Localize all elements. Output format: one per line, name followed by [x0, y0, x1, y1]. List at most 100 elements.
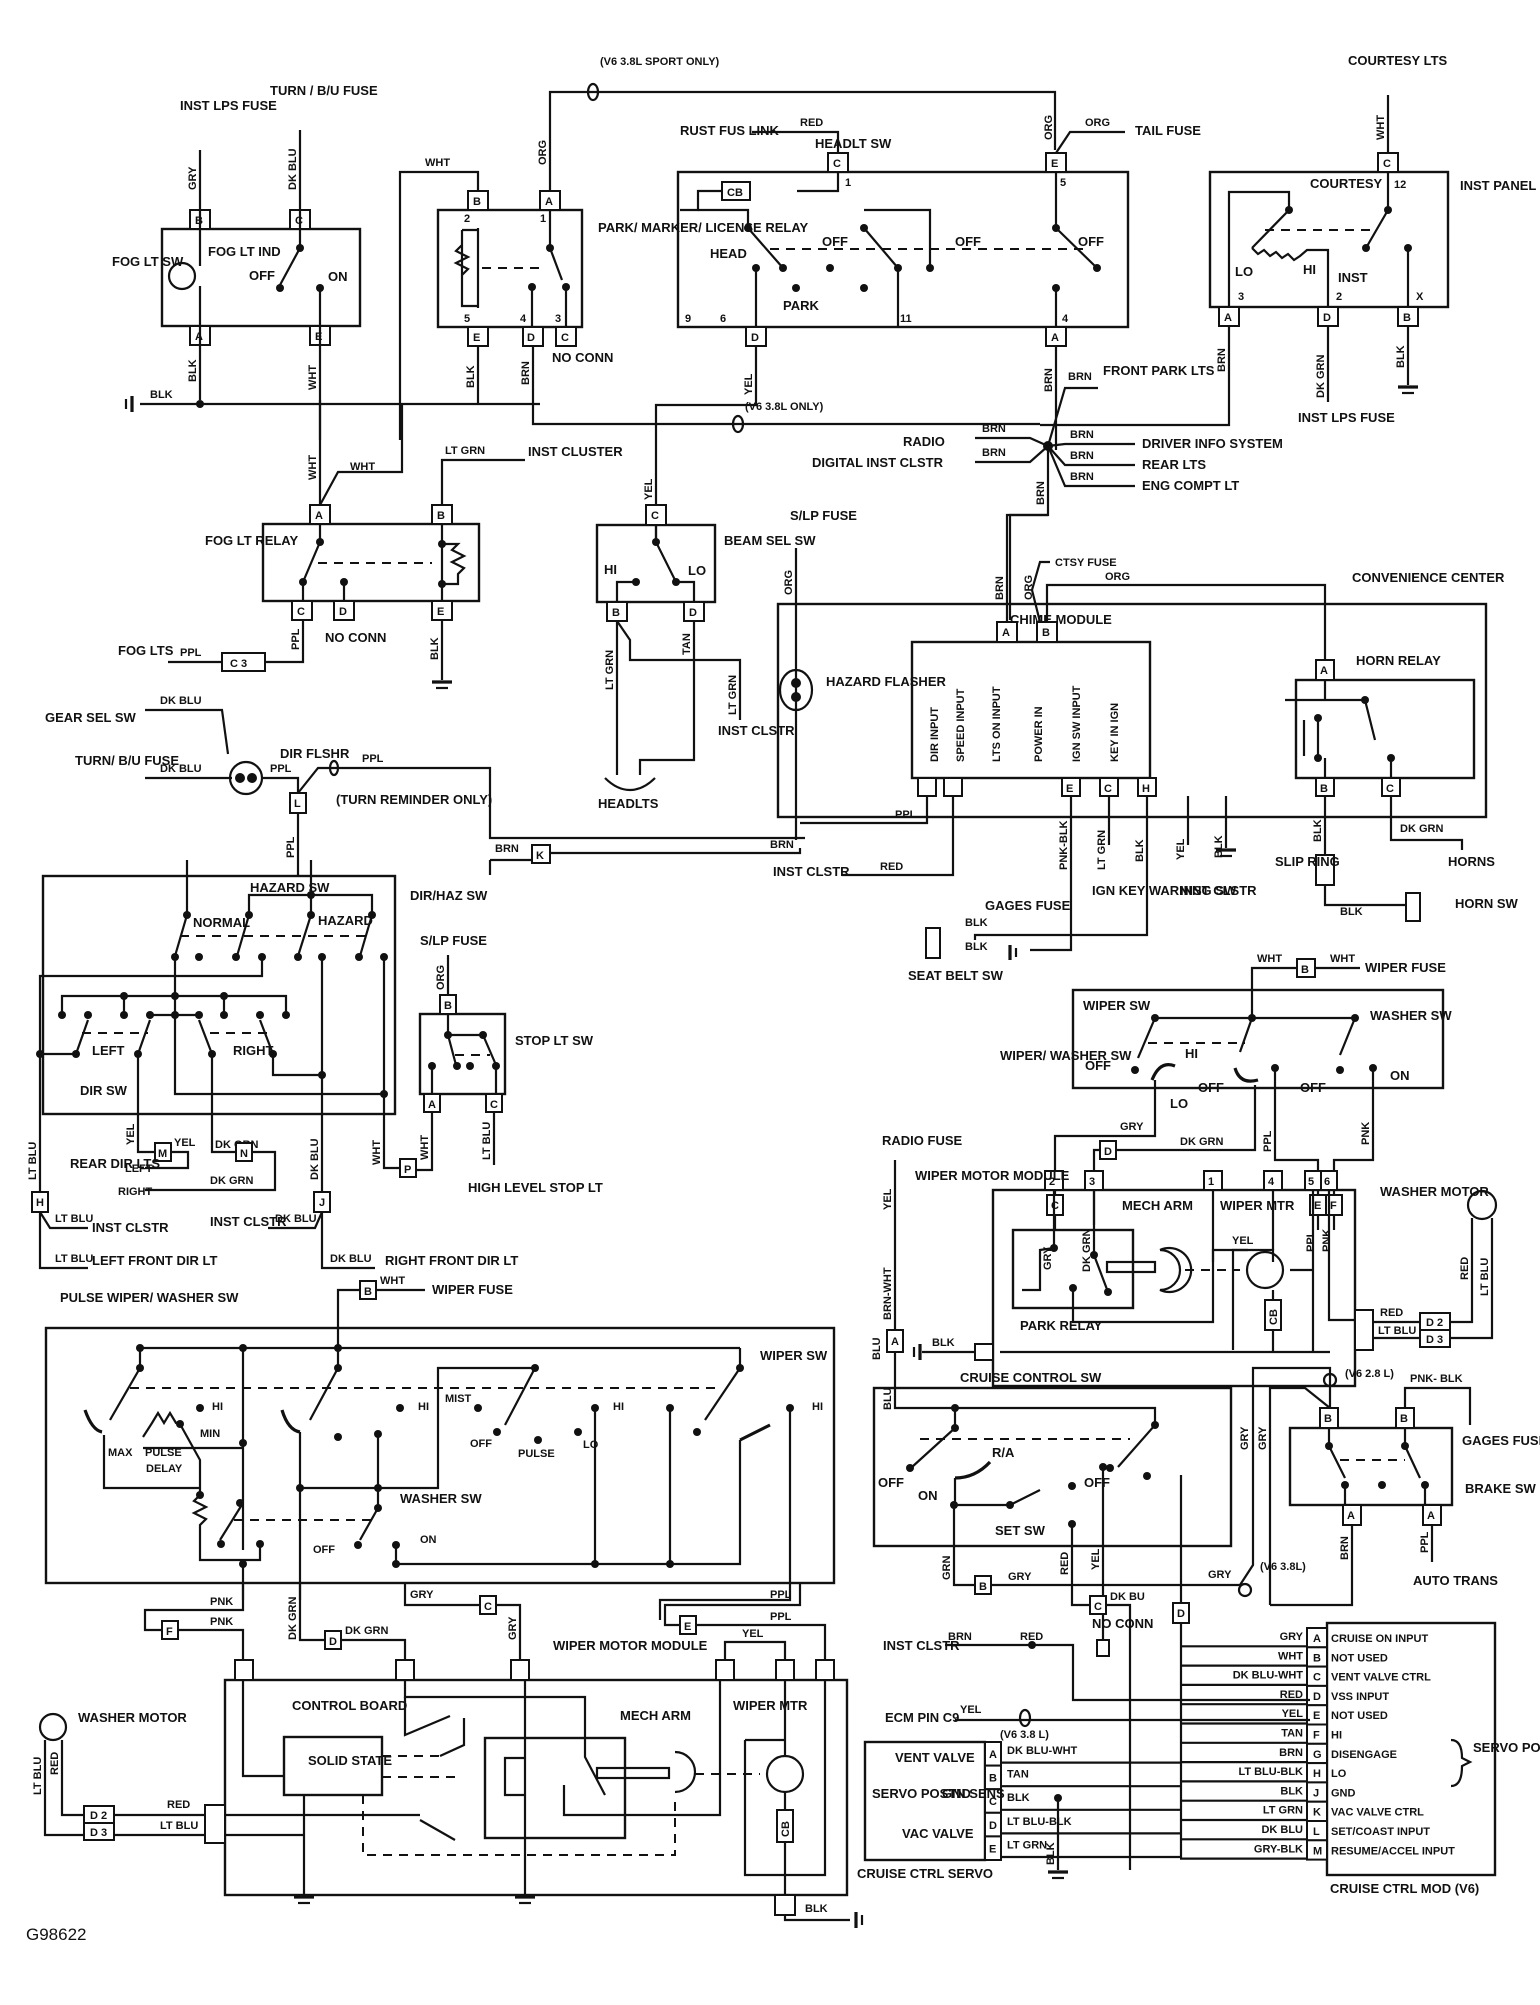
terminal-label: 3	[555, 313, 561, 325]
wire-label: PPL	[1305, 1230, 1317, 1252]
wire-label: DK BLU-WHT	[1007, 1745, 1078, 1757]
chime-input-label: IGN SW INPUT	[1071, 685, 1083, 762]
pin-label: D	[689, 607, 697, 619]
no-conn-label: NO CONN	[1092, 1616, 1153, 1631]
position-label: OFF	[955, 234, 981, 249]
wire-label: RED	[49, 1752, 61, 1775]
pin-label: C	[1383, 158, 1391, 170]
destination-label: RADIO	[903, 434, 945, 449]
pin-function-label: DISENGAGE	[1331, 1749, 1397, 1761]
component-label: PULSE WIPER/ WASHER SW	[60, 1290, 239, 1305]
ground-icon	[294, 1895, 314, 1905]
pin-label: D	[527, 332, 535, 344]
pin-label: E	[315, 331, 322, 343]
destination-label: RIGHT FRONT DIR LT	[385, 1253, 518, 1268]
wire-label: LT GRN	[445, 445, 485, 457]
destination-label: FOG LTS	[118, 643, 174, 658]
position-label: HI	[812, 1401, 823, 1413]
wire-label: BRN	[495, 843, 519, 855]
wire-label: LT GRN	[1263, 1805, 1303, 1817]
pin-label: B	[1400, 1413, 1408, 1425]
destination-label: INST CLSTR	[210, 1214, 287, 1229]
pin-label: B	[1320, 783, 1328, 795]
wire-label: BRN	[1035, 481, 1047, 505]
pin-label: B	[444, 1000, 452, 1012]
pin-label: A	[1320, 665, 1328, 677]
switch-label: INST	[1338, 270, 1368, 285]
wire-label: PNK-BLK	[1058, 820, 1070, 870]
wire-label: DK GRN	[210, 1175, 253, 1187]
pin-label: F	[166, 1626, 173, 1638]
destination-label: INST CLSTR	[883, 1638, 960, 1653]
wire-label: LT BLU	[32, 1757, 44, 1795]
wire-label: DK GRN	[1180, 1136, 1223, 1148]
wire-label: BLK	[1280, 1785, 1303, 1797]
destination-label: LEFT FRONT DIR LT	[92, 1253, 217, 1268]
position-label: HI	[212, 1401, 223, 1413]
wire-label: GRN	[941, 1556, 953, 1581]
wire-label: BLK	[1007, 1792, 1030, 1804]
wire-label: GRY	[1239, 1426, 1251, 1450]
cb-label: CB	[1268, 1309, 1280, 1325]
note-label: (V6 2.8 L)	[1345, 1368, 1394, 1380]
wire-label: LT BLU	[27, 1142, 39, 1180]
wire-label: WHT	[419, 1135, 431, 1160]
pin-label: K	[1313, 1807, 1321, 1819]
feed-label: S/LP FUSE	[790, 508, 857, 523]
wiper-module-box	[991, 1188, 1357, 1388]
note-label: (V6 3.8 L)	[1000, 1729, 1049, 1741]
position-label: NORMAL	[193, 915, 250, 930]
wire-label: TAN	[1281, 1728, 1303, 1740]
relay-coil-icon	[453, 228, 480, 308]
terminal-label: 1	[540, 213, 546, 225]
chime-input-label: DIR INPUT	[929, 707, 941, 762]
wire-label: GRY	[1280, 1631, 1304, 1643]
pin-function-label: VENT VALVE CTRL	[1331, 1672, 1431, 1684]
position-label: LO	[688, 563, 706, 578]
wire-label: LT GRN	[1007, 1839, 1047, 1851]
pin-label: K	[536, 850, 544, 862]
pin-label: F	[1330, 1200, 1337, 1212]
wire-label: YEL	[742, 1628, 764, 1640]
wire-label: DK GRN	[1315, 355, 1327, 398]
pin-label: E	[473, 332, 480, 344]
destination-label: REAR LTS	[1142, 457, 1206, 472]
wire-label: PPL	[180, 647, 202, 659]
terminal-label: X	[1416, 291, 1424, 303]
position-label: PULSE	[518, 1448, 555, 1460]
position-label: PULSE	[145, 1447, 182, 1459]
terminal-label: 2	[1336, 291, 1342, 303]
wire-label: GRY	[187, 166, 199, 190]
position-label: HI	[1185, 1046, 1198, 1061]
wire-label: YEL	[743, 373, 755, 395]
terminal-label: 4	[1268, 1176, 1275, 1188]
destination-label: RIGHT	[118, 1186, 153, 1198]
component-label: BRAKE SW	[1465, 1481, 1537, 1496]
wire-label: GRY	[1008, 1571, 1032, 1583]
destination-label: ENG COMPT LT	[1142, 478, 1239, 493]
wire-label: BLK	[1340, 906, 1363, 918]
wire-label: BRN	[1279, 1747, 1303, 1759]
pin-label: C	[1094, 1601, 1102, 1613]
pin-label: B	[364, 1286, 372, 1298]
component-label: CONVENIENCE CENTER	[1352, 570, 1505, 585]
position-label: PARK	[783, 298, 819, 313]
wire-label: GRY	[507, 1616, 519, 1640]
component-label: HEADLT SW	[815, 136, 892, 151]
wire-label: BLK	[187, 359, 199, 382]
position-label: HI	[418, 1401, 429, 1413]
destination-label: DIGITAL INST CLSTR	[812, 455, 944, 470]
pin-label: A	[1313, 1633, 1321, 1645]
note-label: (V6 3.8L)	[1260, 1561, 1306, 1573]
position-label: ON	[918, 1488, 938, 1503]
convenience-center-box	[776, 602, 1488, 819]
pin-label: M	[158, 1148, 167, 1160]
wire-label: BLK	[465, 365, 477, 388]
destination-label: ECM PIN C9	[885, 1710, 959, 1725]
wire-label: YEL	[125, 1123, 137, 1145]
lower-module-box	[223, 1678, 849, 1897]
pin-label: A	[1002, 627, 1010, 639]
pin-label: A	[315, 510, 323, 522]
